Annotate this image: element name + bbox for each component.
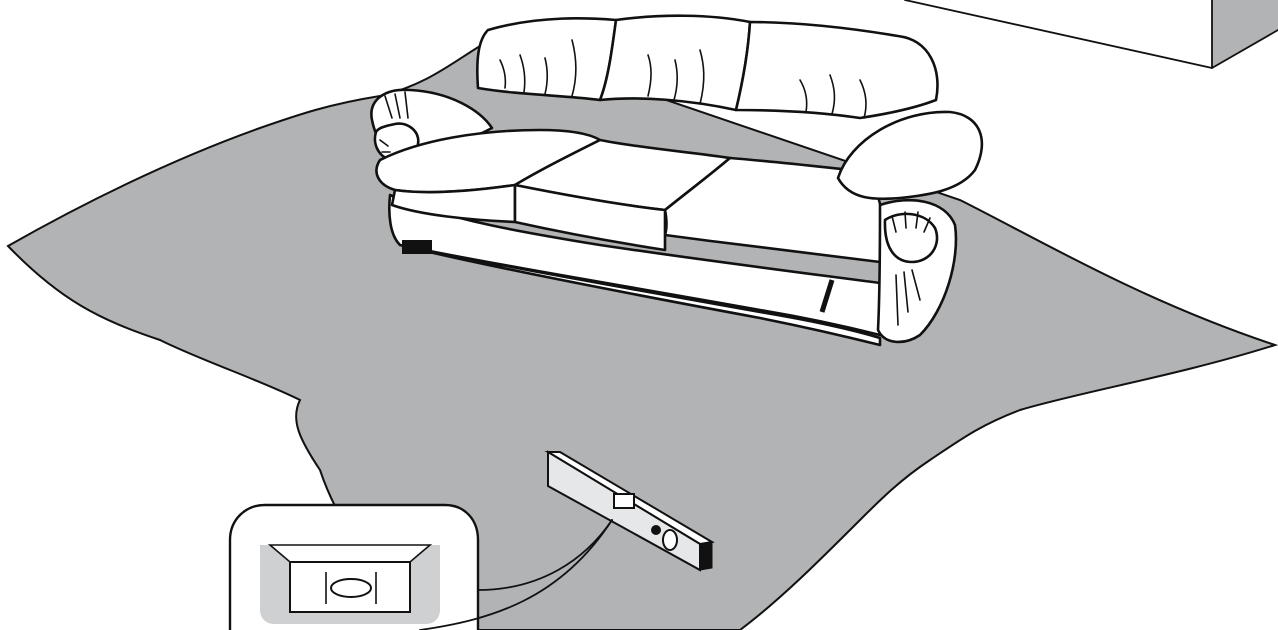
vial-bevel <box>267 544 433 563</box>
seat-front-middle <box>513 183 667 252</box>
callout-leader-lower <box>419 519 613 630</box>
level-vertical-vial <box>662 529 678 551</box>
sofa-leg-right <box>819 279 835 313</box>
sofa-skirt <box>398 243 882 347</box>
spirit-level <box>544 450 715 572</box>
vial-bubble <box>330 578 372 598</box>
level-end-face <box>699 541 713 571</box>
rug <box>6 38 1278 630</box>
sofa-foot-left <box>402 240 432 254</box>
sofa-arm-right-scroll <box>883 212 939 264</box>
back-cushion-right <box>734 20 939 120</box>
sofa <box>370 14 984 347</box>
left-arm-pleats <box>379 91 409 153</box>
level-hole <box>651 525 661 535</box>
wall-front <box>905 0 1278 68</box>
level-bubble-window <box>613 493 635 509</box>
right-arm-pleats <box>891 211 931 326</box>
wall-block <box>904 0 1278 69</box>
magnified-bubble-vial <box>228 503 613 630</box>
back-cushion-folds <box>499 39 867 119</box>
sofa-arm-right <box>836 110 984 201</box>
